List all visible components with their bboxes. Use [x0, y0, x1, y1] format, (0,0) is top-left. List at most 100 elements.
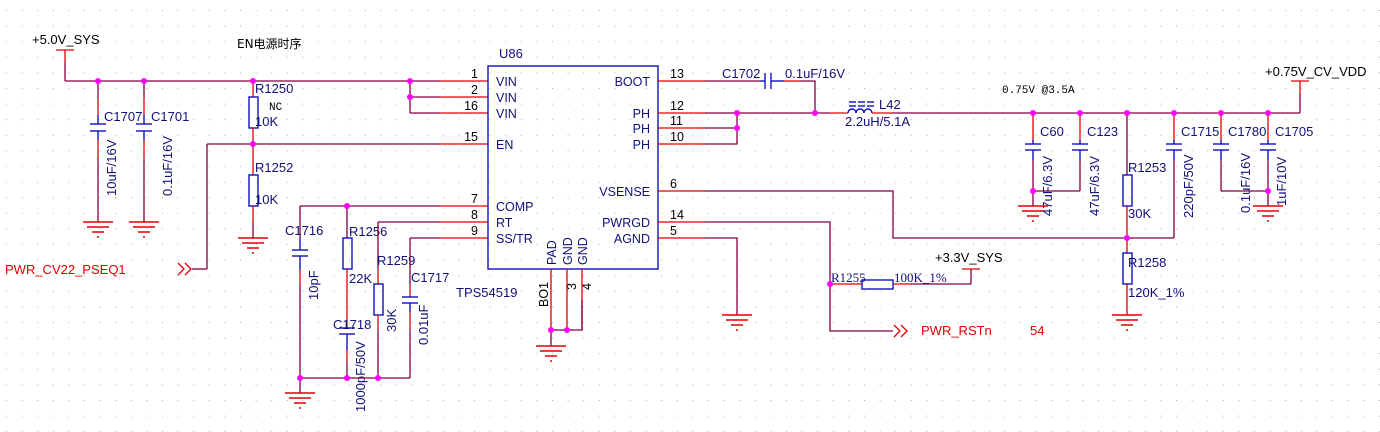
value-c1717: 0.01uF: [416, 304, 431, 345]
pin-number: 9: [471, 224, 478, 238]
ic-pin-labels: 1VIN2VIN16VIN15EN7COMP8RT9SS/TR13BOOT12P…: [464, 67, 684, 307]
ref-r1258: R1258: [1128, 255, 1166, 270]
resistor-r1253[interactable]: R1253 30K: [1122, 113, 1166, 238]
value-r1256: 22K: [349, 271, 372, 286]
value-r1259: 30K: [384, 309, 399, 332]
ground-icon: [1253, 205, 1283, 222]
pin-name: PWRGD: [602, 216, 650, 230]
pin-number: 6: [670, 177, 677, 191]
ref-c1702: C1702: [722, 66, 760, 81]
junction-dot: [734, 110, 740, 116]
pin-number: 10: [670, 130, 684, 144]
pin-number: 4: [580, 283, 594, 290]
pin-name: VIN: [496, 91, 517, 105]
ic-part-number: TPS54519: [456, 285, 517, 300]
power-port-3v3[interactable]: +3.3V_SYS: [935, 250, 1003, 284]
pin-number: 13: [670, 67, 684, 81]
pin-number: 5: [670, 224, 677, 238]
resistor-r1255[interactable]: R1255 100K_1%: [830, 270, 971, 290]
ground-icon: [1112, 314, 1142, 331]
pin-number: BO1: [537, 282, 551, 307]
junction-dot: [141, 78, 147, 84]
value-c1780: 0.1uF/16V: [1238, 153, 1253, 213]
junction-dot: [1030, 188, 1036, 194]
ground-icon: [83, 221, 113, 238]
port-pwr-cv22-pseq1[interactable]: PWR_CV22_PSEQ1: [5, 262, 192, 277]
pin-number: 2: [471, 83, 478, 97]
resistor-r1258[interactable]: R1258 120K_1%: [1122, 238, 1185, 315]
capacitor-c1780[interactable]: C1780 0.1uF/16V: [1213, 113, 1266, 213]
pin-name: BOOT: [615, 75, 651, 89]
junction-dot: [827, 281, 833, 287]
wire-agnd: [705, 237, 738, 315]
resistor-r1252[interactable]: R1252 10K: [248, 144, 293, 222]
ref-c1705: C1705: [1275, 124, 1313, 139]
port-label-pseq: PWR_CV22_PSEQ1: [5, 262, 126, 277]
capacitor-c1717[interactable]: C1717 0.01uF: [402, 238, 449, 378]
ground-icon: [1018, 205, 1048, 222]
power-port-vout[interactable]: +0.75V_CV_VDD: [1265, 64, 1367, 113]
ref-c1717: C1717: [411, 270, 449, 285]
port-pwr-rstn[interactable]: PWR_RSTn 54: [893, 323, 1044, 338]
ground-icon: [129, 221, 159, 238]
ref-r1259: R1259: [377, 253, 415, 268]
capacitor-c1715[interactable]: C1715 220pF/50V: [1166, 113, 1219, 238]
resistor-r1259[interactable]: R1259 30K: [373, 222, 415, 378]
ic-u86[interactable]: U86 TPS54519: [456, 46, 659, 300]
ref-r1252: R1252: [255, 160, 293, 175]
power-port-5v[interactable]: +5.0V_SYS: [32, 32, 100, 81]
junction-dot: [564, 327, 570, 333]
ref-c1701: C1701: [151, 109, 189, 124]
pin-number: 12: [670, 99, 684, 113]
ref-c1718: C1718: [333, 317, 371, 332]
junction-dot: [297, 375, 303, 381]
junction-dot: [1265, 188, 1271, 194]
ref-r1255: R1255: [831, 270, 866, 285]
pin-number: 8: [471, 208, 478, 222]
pin-name: PH: [633, 122, 650, 136]
pin-number: 7: [471, 192, 478, 206]
capacitor-c1716[interactable]: C1716 10pF: [285, 206, 323, 378]
resistor-r1250[interactable]: R1250 NC 10K: [248, 81, 293, 144]
capacitor-c1701[interactable]: C1701 0.1uF/16V: [136, 81, 189, 222]
ic-ref: U86: [499, 46, 523, 61]
pin-name: SS/TR: [496, 232, 533, 246]
junction-dot: [344, 375, 350, 381]
capacitor-c1702[interactable]: C1702 0.1uF/16V: [705, 66, 845, 113]
value-r1255: 100K_1%: [894, 270, 947, 285]
junction-dot: [1171, 110, 1177, 116]
junction-dot: [407, 94, 413, 100]
ref-c1715: C1715: [1181, 124, 1219, 139]
capacitor-c123[interactable]: C123 47uF/6.3V: [1072, 113, 1118, 216]
pin-number: 16: [464, 99, 478, 113]
capacitor-c1705[interactable]: C1705 1uF/10V: [1260, 113, 1313, 206]
value-c1701: 0.1uF/16V: [160, 136, 175, 196]
junction-dot: [407, 78, 413, 84]
value-c1715: 220pF/50V: [1181, 154, 1196, 218]
net-label-5v: +5.0V_SYS: [32, 32, 100, 47]
junction-dot: [344, 203, 350, 209]
ground-symbols: [83, 205, 1283, 409]
value-c1716: 10pF: [306, 270, 321, 300]
junction-dot: [95, 78, 101, 84]
value-c1702: 0.1uF/16V: [785, 66, 845, 81]
ground-icon: [285, 392, 315, 409]
capacitor-c60[interactable]: C60 47uF/6.3V: [1025, 113, 1064, 216]
junction-dot: [375, 375, 381, 381]
junction-dot: [250, 141, 256, 147]
value-c123: 47uF/6.3V: [1087, 156, 1102, 216]
ref-c123: C123: [1087, 124, 1118, 139]
ref-r1256: R1256: [349, 224, 387, 239]
value-r1253: 30K: [1128, 206, 1151, 221]
wire-vsense: [705, 190, 1174, 239]
inductor-l42[interactable]: L42 2.2uH/5.1A: [830, 97, 910, 129]
ref-r1250: R1250: [255, 81, 293, 96]
capacitor-c1718[interactable]: C1718 1000pF/50V: [333, 300, 371, 412]
ground-icon: [238, 237, 268, 254]
value-c60: 47uF/6.3V: [1040, 156, 1055, 216]
capacitor-c1707[interactable]: C1707 10uF/16V: [90, 81, 142, 222]
junction-dot: [1124, 235, 1130, 241]
value-c1705: 1uF/10V: [1274, 157, 1289, 206]
pin-number: 14: [670, 208, 684, 222]
